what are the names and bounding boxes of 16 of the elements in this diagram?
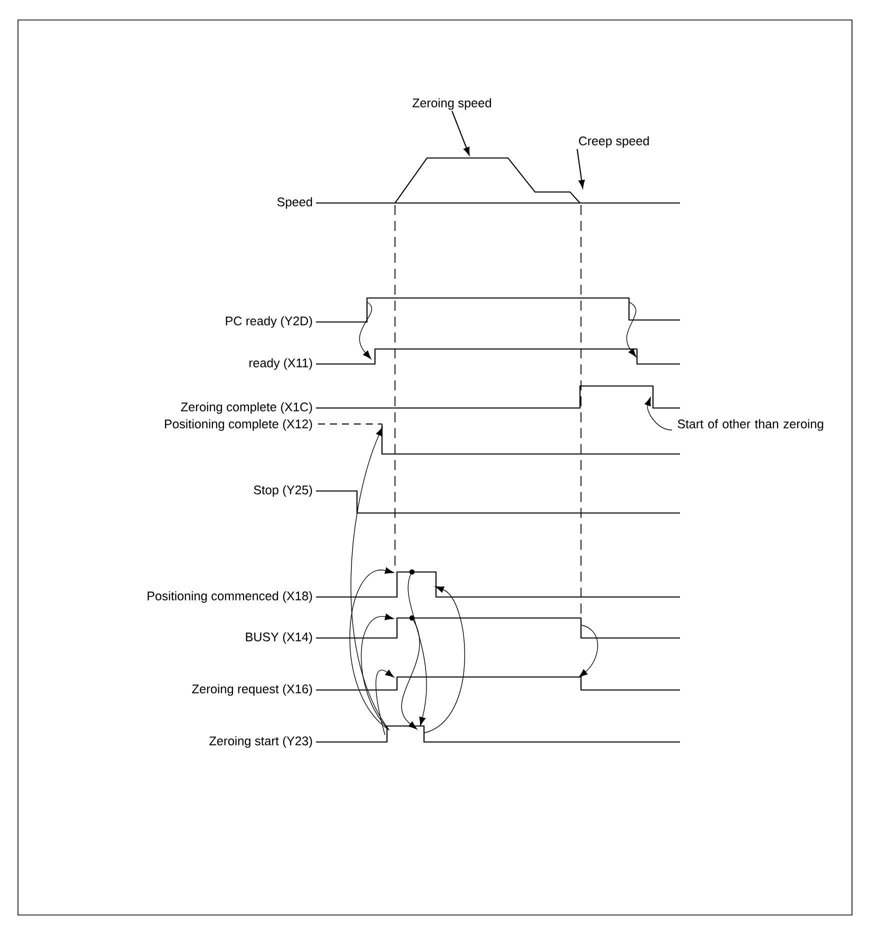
signal-label: Positioning commenced (X18) xyxy=(148,591,312,603)
signal-label: BUSY (X14) xyxy=(246,632,312,644)
leader-arrow xyxy=(451,110,470,156)
signal-label: ready (X11) xyxy=(250,358,312,370)
callout-text: Start of other than zeroing xyxy=(678,419,824,431)
leader-arrow xyxy=(644,397,672,430)
callout-text: Creep speed xyxy=(578,136,649,148)
signal-label: Zeroing request (X16) xyxy=(192,684,312,696)
signal-label: Speed xyxy=(277,197,312,209)
callout-text: Zeroing speed xyxy=(412,98,491,110)
signal-label: Zeroing complete (X1C) xyxy=(181,402,312,414)
signal-label: PC ready (Y2D) xyxy=(226,316,312,328)
signal-label: Zeroing start (Y23) xyxy=(209,736,312,748)
signal-label: Stop (Y25) xyxy=(254,485,312,497)
leader-arrow xyxy=(576,148,585,188)
signal-label: Positioning complete (X12) xyxy=(165,419,312,431)
